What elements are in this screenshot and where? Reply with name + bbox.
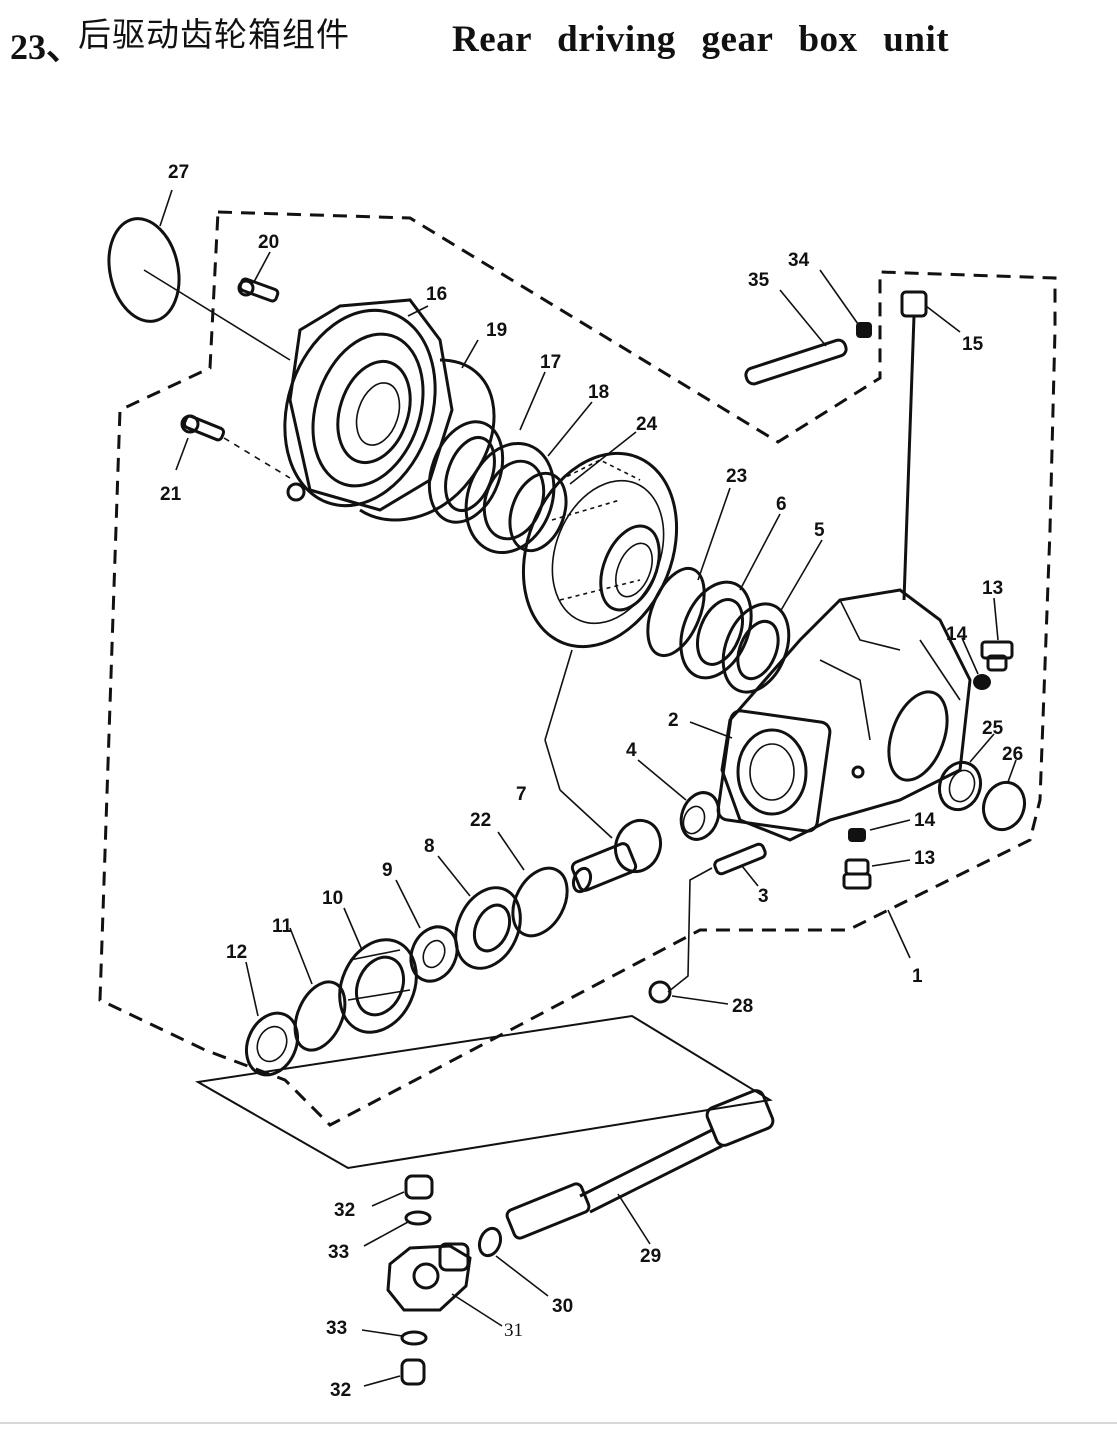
callout-23: 23 <box>726 466 747 487</box>
callout-12: 12 <box>226 942 247 963</box>
callout-19: 19 <box>486 320 507 341</box>
callout-10: 10 <box>322 888 343 909</box>
universal-joint-31 <box>386 1242 472 1312</box>
circlip-33-lower <box>400 1330 428 1346</box>
callout-9: 9 <box>382 860 393 881</box>
callout-5: 5 <box>814 520 825 541</box>
bearing-6 <box>679 580 753 680</box>
bearing-8 <box>454 886 522 970</box>
title-chinese: 后驱动齿轮箱组件 <box>78 15 350 54</box>
ring-30 <box>477 1226 503 1258</box>
callout-14-upper: 14 <box>946 624 968 645</box>
washer-14-upper <box>973 674 991 690</box>
o-ring-27 <box>107 217 181 323</box>
nut-34 <box>856 322 872 338</box>
circlip-33-upper <box>404 1210 432 1226</box>
bearing-cap-32-upper <box>404 1174 434 1200</box>
callout-21: 21 <box>160 484 182 505</box>
seal-5 <box>721 602 791 694</box>
callout-18: 18 <box>588 382 609 403</box>
callout-31: 31 <box>504 1320 523 1341</box>
bottom-divider <box>0 1422 1117 1424</box>
cap-26 <box>981 780 1027 832</box>
callout-32-lower: 32 <box>330 1380 351 1401</box>
callout-22: 22 <box>470 810 491 831</box>
callout-16: 16 <box>426 284 447 305</box>
callout-33-lower: 33 <box>326 1318 347 1339</box>
title-number: 23、 <box>10 27 83 67</box>
callout-20: 20 <box>258 232 279 253</box>
plug-13-lower <box>842 858 872 890</box>
callout-6: 6 <box>776 494 787 515</box>
pin-35 <box>744 338 848 386</box>
plug-13-upper <box>980 640 1014 672</box>
propeller-shaft-29 <box>505 1089 775 1240</box>
callout-13-upper: 13 <box>982 578 1003 599</box>
callout-7: 7 <box>516 784 527 805</box>
cover-plate-16 <box>283 298 454 512</box>
bushing-9 <box>409 925 459 983</box>
callout-8: 8 <box>424 836 435 857</box>
bushing-4 <box>679 791 721 841</box>
callout-17: 17 <box>540 352 561 373</box>
bearing-cap-32-lower <box>400 1358 426 1386</box>
callout-30: 30 <box>552 1296 573 1317</box>
callout-1: 1 <box>912 966 923 987</box>
pinion-shaft-7 <box>570 818 663 894</box>
bolt-21 <box>180 414 226 442</box>
callout-2: 2 <box>668 710 679 731</box>
callout-4: 4 <box>626 740 637 761</box>
main-assembly-boundary <box>98 210 1057 1127</box>
ring-gear <box>521 451 679 649</box>
bolt-20 <box>237 277 280 303</box>
callout-32-upper: 32 <box>334 1200 355 1221</box>
breather-15 <box>900 290 928 601</box>
callout-34: 34 <box>788 250 810 271</box>
callout-27: 27 <box>168 162 189 183</box>
callout-25: 25 <box>982 718 1004 739</box>
stud-3 <box>713 842 767 876</box>
callout-15: 15 <box>962 334 984 355</box>
title-english: Rear driving gear box unit <box>452 19 950 60</box>
callout-29: 29 <box>640 1246 661 1267</box>
callout-13-lower: 13 <box>914 848 935 869</box>
nut-28 <box>648 867 713 1004</box>
callout-14-lower: 14 <box>914 810 936 831</box>
propshaft-group-boundary <box>195 1014 773 1170</box>
callout-11: 11 <box>272 916 293 937</box>
bearing-10 <box>338 938 418 1034</box>
callout-26: 26 <box>1002 744 1023 765</box>
callout-24: 24 <box>636 414 658 435</box>
shim-22 <box>511 866 569 938</box>
gear-case-2 <box>716 588 972 842</box>
callout-3: 3 <box>758 886 769 907</box>
callout-35: 35 <box>748 270 770 291</box>
callout-28: 28 <box>732 996 753 1017</box>
seal-25 <box>937 760 983 812</box>
snap-ring-19 <box>359 358 496 522</box>
callout-33-upper: 33 <box>328 1242 349 1263</box>
seal-12 <box>245 1011 299 1077</box>
o-ring-11 <box>293 980 347 1052</box>
washer-14-lower <box>848 828 866 842</box>
shim-23 <box>646 566 706 658</box>
